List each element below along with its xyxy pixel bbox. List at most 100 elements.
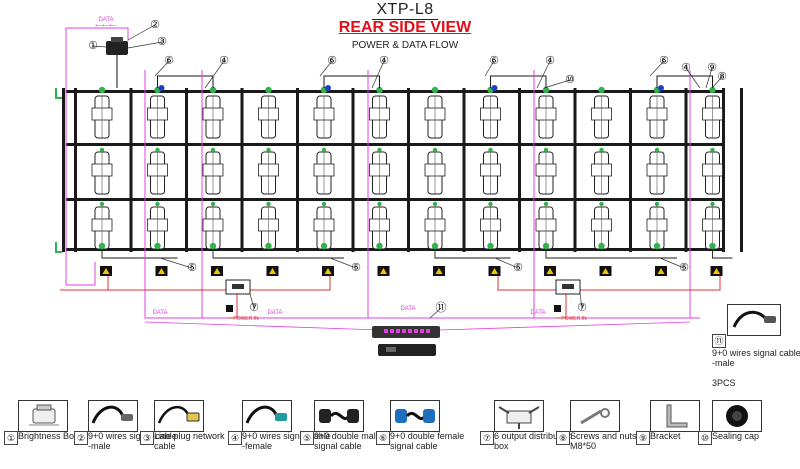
data-line [439, 321, 691, 331]
double-male-signal-cable [212, 250, 344, 259]
callout-marker: ⑩ [565, 74, 575, 86]
warning-icon [324, 268, 332, 274]
led-module [202, 206, 224, 250]
power-line [107, 276, 331, 291]
mid-connector [266, 201, 271, 207]
model-title: XTP-L8 [300, 1, 510, 20]
controller-display [386, 347, 396, 352]
legend-label: Sealing cap [712, 431, 760, 441]
legend-label: Brightness Box [18, 431, 79, 441]
data-label: DATA [267, 310, 282, 316]
frame-post [684, 88, 688, 252]
top-connector [709, 86, 716, 94]
warning-icon [158, 268, 165, 274]
led-module [424, 151, 446, 195]
legend-number: ② [74, 431, 88, 445]
led-module [91, 151, 113, 195]
mid-connector [654, 147, 660, 153]
mid-connector [99, 201, 105, 207]
top-connector [598, 86, 605, 94]
data-label: DATA [98, 17, 113, 23]
top-connector [98, 86, 106, 94]
led-module [147, 151, 168, 195]
legend-number: ⑦ [480, 431, 494, 445]
controller-port [408, 329, 412, 333]
mid-connector [432, 147, 438, 153]
data-connector [325, 85, 331, 91]
callout-marker: ④ [681, 62, 691, 74]
led-module [646, 151, 668, 195]
controller-port [384, 329, 388, 333]
frame-post [185, 88, 188, 252]
led-module [480, 95, 501, 139]
legend-label: Line plug network cable [154, 431, 225, 451]
frame-post [740, 88, 743, 252]
callout-leader [329, 257, 357, 269]
data-connector [158, 85, 165, 91]
warning-icon [380, 268, 387, 274]
brightness-box-body [106, 41, 128, 55]
warning-icon [602, 268, 609, 274]
callout-leader [649, 60, 665, 77]
legend-number: ③ [140, 431, 154, 445]
callout-marker: ⑤ [187, 262, 197, 274]
legend-number: ⑨ [636, 431, 650, 445]
frame-post [296, 88, 299, 252]
side-item-quantity: 3PCS [712, 378, 736, 388]
callout-leader [685, 67, 701, 89]
callout-marker: ① [88, 40, 98, 52]
callout-marker: ⑥ [327, 55, 337, 67]
warning-icon [657, 268, 665, 274]
frame-post [351, 88, 355, 252]
callout-marker: ⑤ [679, 262, 689, 274]
mid-connector [488, 147, 493, 153]
bottom-connector [487, 242, 494, 250]
legend-thumbnail [88, 400, 138, 432]
callout-marker: ⑦ [577, 302, 587, 314]
legend-label: Screws and nuts M8*50 [570, 431, 637, 451]
side-bracket-marker [55, 88, 62, 99]
led-module [702, 95, 723, 139]
frame-post [573, 88, 577, 252]
frame-post [518, 88, 521, 252]
led-module [646, 206, 668, 250]
data-arrow: ⟵⟵⟵ [95, 23, 117, 29]
screws-nuts-icon [580, 408, 610, 425]
mid-connector [599, 201, 604, 207]
signal-cable-male-icon [732, 310, 776, 328]
bottom-connector [320, 242, 328, 250]
callout-leader [92, 45, 107, 48]
callout-leader [371, 60, 385, 89]
data-label: DATA [530, 310, 545, 316]
callout-marker: ④ [545, 55, 555, 67]
side-item-number: ⑪ [712, 334, 726, 348]
mid-connector [432, 201, 438, 207]
double-male-signal-cable [545, 250, 677, 259]
side-cable-thumbnail [727, 304, 781, 336]
legend-number: ⑩ [698, 431, 712, 445]
led-module [591, 151, 612, 195]
led-module [91, 206, 113, 250]
distribution-box-label [562, 284, 574, 289]
led-module [535, 151, 557, 195]
power-line [227, 290, 238, 319]
data-line [66, 27, 129, 41]
legend-thumbnail [154, 400, 204, 432]
signal-cable-female-icon [245, 405, 287, 424]
callout-leader [536, 60, 551, 89]
led-module [702, 206, 723, 250]
bottom-connector [542, 242, 550, 250]
callout-leader [711, 76, 723, 89]
callout-marker: ③ [157, 36, 167, 48]
legend-thumbnail [390, 400, 440, 432]
bottom-connector [154, 242, 161, 250]
led-module [424, 206, 446, 250]
top-connector [209, 86, 217, 94]
controller-port [396, 329, 400, 333]
led-module [313, 151, 335, 195]
mid-connector [543, 201, 549, 207]
bottom-connector [265, 242, 272, 250]
led-module [480, 151, 501, 195]
controller-port [390, 329, 394, 333]
double-male-signal-cable [712, 250, 733, 259]
